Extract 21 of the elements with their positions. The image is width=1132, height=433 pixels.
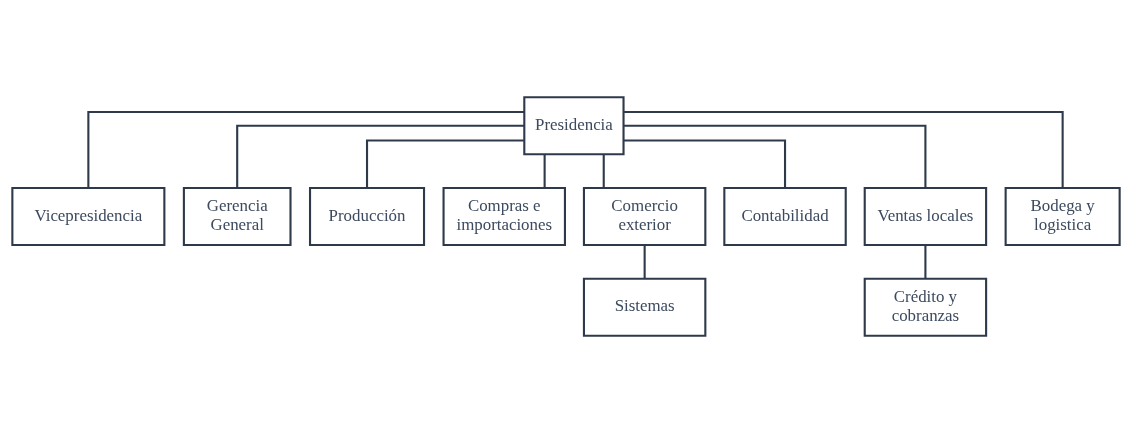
connector — [236, 124, 525, 188]
connector — [623, 139, 787, 188]
connector — [623, 124, 927, 188]
node-box: Ventas locales — [863, 186, 988, 247]
node-box: Crédito y cobranzas — [863, 277, 988, 337]
node-box: Gerencia General — [182, 186, 292, 247]
connector — [365, 139, 524, 188]
node-box: Contabilidad — [723, 186, 847, 247]
node-box: Bodega y logistica — [1004, 186, 1121, 247]
node-box: Compras e importaciones — [442, 186, 566, 247]
connector — [643, 245, 646, 279]
connector — [623, 110, 1064, 188]
connector — [602, 154, 605, 188]
connector — [924, 245, 927, 279]
connector — [87, 110, 525, 188]
node-box: Producción — [308, 186, 426, 247]
node-box: Comercio exterior — [582, 186, 707, 247]
connector — [543, 154, 546, 188]
node-box: Presidencia — [523, 96, 625, 156]
node-box: Vicepresidencia — [11, 186, 166, 247]
node-box: Sistemas — [582, 277, 707, 337]
